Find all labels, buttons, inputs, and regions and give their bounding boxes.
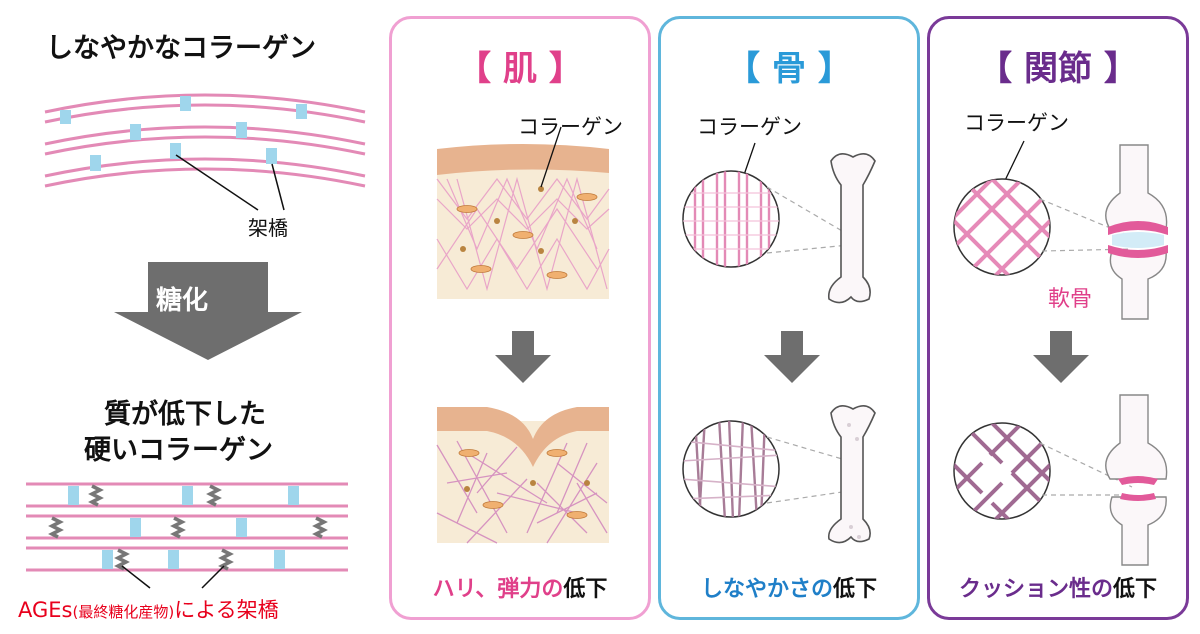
joint-panel-title: 【 関節 】 — [978, 49, 1138, 89]
bone-footer-colored: しなやかさの — [700, 577, 833, 602]
joint-collagen-label: コラーゲン — [964, 111, 1069, 135]
skin-panel-footer: ハリ、弾力の低下 — [392, 571, 648, 603]
degraded-collagen-title-line1: 質が低下した — [104, 399, 266, 430]
bone-footer-plain: 低下 — [833, 577, 878, 602]
skin-footer-plain: 低下 — [563, 577, 608, 602]
healthy-skin-illustration — [436, 126, 610, 299]
glycation-arrow — [114, 262, 302, 360]
ages-suffix: による架橋 — [174, 598, 279, 622]
joint-panel-footer: クッション性の低下 — [930, 571, 1186, 603]
aged-joint-illustration — [953, 394, 1168, 566]
skin-panel-title: 【 肌 】 — [457, 49, 583, 89]
healthy-joint-illustration — [953, 140, 1168, 320]
healthy-bone-illustration — [682, 142, 876, 304]
crosslink-label: 架橋 — [248, 216, 288, 240]
stiff-collagen-diagram — [26, 482, 348, 589]
ages-crosslink-caption: AGEs(最終糖化産物)による架橋 — [18, 594, 279, 624]
cartilage-label: 軟骨 — [1048, 287, 1093, 312]
joint-panel: 【 関節 】 コラーゲン 軟骨 — [927, 16, 1189, 620]
joint-down-arrow — [1033, 331, 1089, 383]
skin-collagen-label: コラーゲン — [518, 115, 623, 139]
aged-bone-illustration — [682, 405, 876, 544]
bone-panel-footer: しなやかさの低下 — [661, 571, 917, 603]
bone-down-arrow — [764, 331, 820, 383]
joint-footer-colored: クッション性の — [958, 577, 1113, 602]
bone-panel: 【 骨 】 コラーゲン — [658, 16, 920, 620]
ages-paren: (最終糖化産物) — [72, 603, 175, 621]
flexible-collagen-diagram — [44, 93, 366, 211]
degraded-collagen-title-line2: 硬いコラーゲン — [84, 435, 273, 466]
skin-down-arrow — [495, 331, 551, 383]
bone-collagen-label: コラーゲン — [697, 115, 802, 139]
glycation-label: 糖化 — [156, 286, 209, 316]
bone-panel-title: 【 骨 】 — [726, 49, 852, 89]
skin-footer-colored: ハリ、弾力の — [432, 577, 564, 602]
aged-skin-illustration — [436, 407, 609, 544]
ages-prefix: AGEs — [18, 598, 73, 622]
flexible-collagen-title: しなやかなコラーゲン — [46, 33, 316, 64]
skin-panel: 【 肌 】 コラーゲン — [389, 16, 651, 620]
joint-footer-plain: 低下 — [1113, 577, 1158, 602]
